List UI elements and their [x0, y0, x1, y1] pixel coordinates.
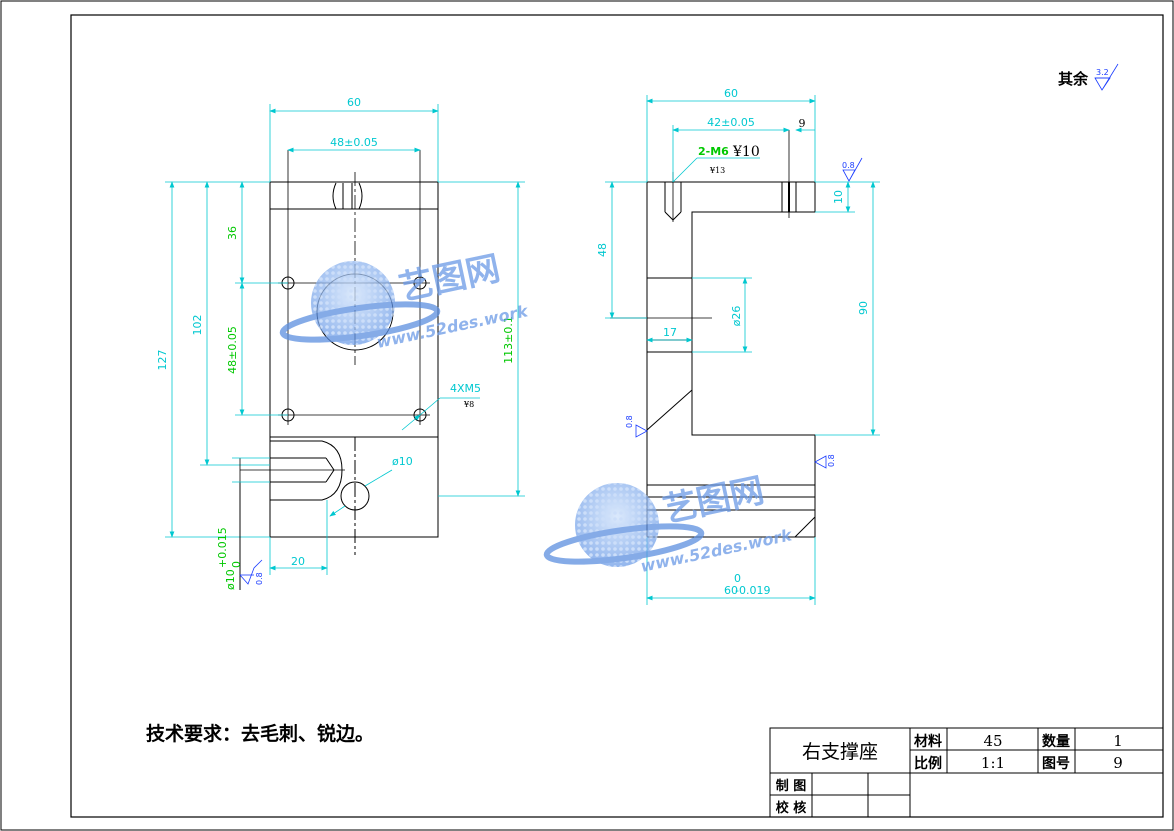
dim-bore-dia: ø10	[224, 569, 237, 590]
quantity-value: 1	[1113, 732, 1123, 750]
dim-side-slot: 9	[799, 117, 806, 130]
dim-thread-depth-10: ¥10	[732, 144, 760, 160]
dim-side-height-48: 48	[596, 243, 609, 257]
dim-side-step-10: 10	[832, 190, 845, 204]
dim-side-width: 60	[724, 87, 738, 100]
bottom-slot	[270, 440, 343, 501]
rough-top-symbol	[842, 157, 863, 182]
roughness-note-label: 其余	[1058, 70, 1089, 88]
dim-thread-spec: 4XM5	[450, 382, 481, 395]
watermark-brand-lower: 艺图网	[660, 470, 768, 530]
side-dimensions	[605, 95, 880, 605]
dim-side-tol-upper: 0	[734, 572, 741, 585]
dim-front-v-spacing: 48±0.05	[226, 326, 239, 374]
checked-by-label: 校 核	[776, 800, 807, 816]
dim-side-span: 42±0.05	[707, 116, 755, 129]
front-view	[269, 181, 439, 555]
title-block-texts: 右支撑座 材料 45 数量 1 比例 1:1 图号 9 制 图 校 核	[776, 732, 1123, 816]
watermark-lower: 艺图网 www.52des.work	[543, 470, 795, 576]
watermark-brand-upper: 艺图网	[396, 248, 504, 308]
dim-front-height-102: 102	[191, 315, 204, 336]
rough-top-value: 0.8	[842, 161, 855, 170]
rough-left-value: 0.8	[625, 415, 634, 428]
drawing-no-label: 图号	[1042, 756, 1070, 772]
scale-label: 比例	[914, 755, 942, 772]
rough-left-symbol	[635, 424, 648, 438]
dim-side-width-17: 17	[663, 326, 677, 339]
roughness-note-value: 3.2	[1096, 68, 1109, 77]
dim-bore-tol-lower: 0	[230, 561, 243, 568]
top-slot	[332, 182, 363, 210]
roughness-note-symbol	[1094, 63, 1119, 91]
roughness-symbol-bore	[239, 559, 263, 585]
material-value: 45	[983, 732, 1002, 750]
dim-front-height-total: 127	[156, 350, 169, 371]
dim-hole-dia: ø10	[392, 455, 413, 468]
dim-bore-tol-upper: +0.015	[216, 527, 229, 568]
dim-drill-depth-13: ¥13	[709, 166, 725, 175]
dim-side-bottom-width: 60	[724, 584, 738, 597]
scale-value: 1:1	[981, 754, 1005, 772]
material-label: 材料	[914, 733, 942, 750]
roughness-symbols-side	[635, 157, 863, 469]
dim-thread-depth: ¥8	[463, 400, 474, 409]
drawing-frame	[70, 14, 1164, 818]
quantity-label: 数量	[1042, 733, 1070, 750]
front-dim-texts: 60 48±0.05 127 102 36 48±0.05 113±0.1 4X…	[156, 96, 515, 590]
dim-side-tol-lower: -0.019	[735, 584, 770, 597]
front-body-lower	[269, 436, 439, 538]
drawing-no-value: 9	[1113, 754, 1123, 772]
dim-front-hole-spacing: 48±0.05	[330, 136, 378, 149]
dim-front-height-113: 113±0.1	[502, 316, 515, 364]
rough-right-value: 0.8	[827, 454, 836, 467]
title-block	[769, 727, 1164, 818]
dim-bottom-20: 20	[291, 555, 305, 568]
rough-right-symbol	[814, 455, 827, 469]
side-dim-texts: 60 42±0.05 9 2-M6 ¥10 ¥13 48 10 90 ø26 1…	[596, 87, 870, 597]
dim-thread-2m6: 2-M6	[698, 145, 729, 158]
dim-front-height-36: 36	[226, 226, 239, 240]
dim-front-width: 60	[347, 96, 361, 109]
tech-requirements: 技术要求：去毛刺、锐边。	[146, 722, 374, 745]
watermark-upper: 艺图网 www.52des.work	[279, 248, 531, 352]
part-name: 右支撑座	[802, 741, 878, 763]
front-dimensions	[165, 104, 525, 590]
drawn-by-label: 制 图	[776, 778, 807, 794]
dim-side-height-90: 90	[857, 301, 870, 315]
rough-bore-value: 0.8	[255, 572, 264, 585]
dim-side-dia-26: ø26	[730, 306, 743, 327]
